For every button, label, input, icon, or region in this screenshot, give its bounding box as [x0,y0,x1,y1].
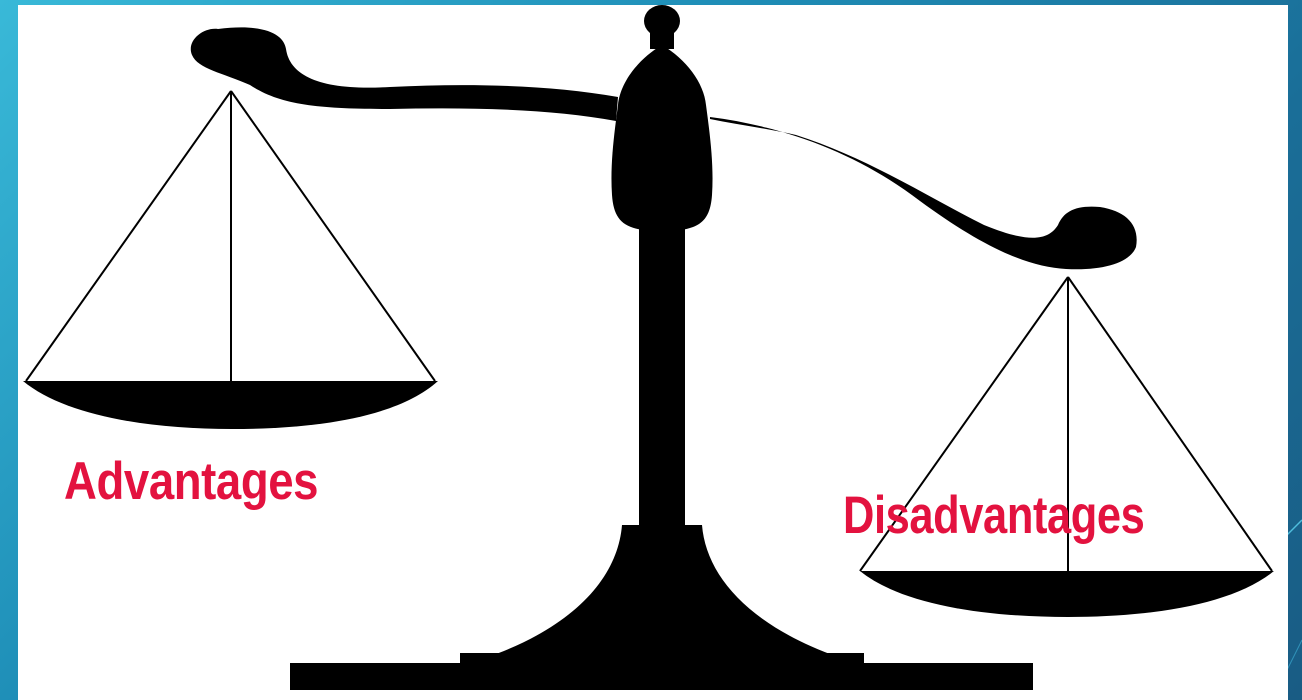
scale-center-knob [611,45,712,231]
right-pan [860,571,1274,617]
left-pan-strings [26,91,435,381]
scale-beam-left [191,27,618,121]
scale-pillar [639,220,685,535]
left-pan [23,381,438,429]
scale-finial [644,5,680,37]
scale-pillar-foot [488,525,838,657]
scale-beam-right [710,117,1137,269]
balance-scale-icon [18,5,1288,700]
balance-scale-picture: Advantages Disadvantages [18,5,1288,700]
disadvantages-label: Disadvantages [843,489,1144,542]
advantages-label: Advantages [64,455,318,508]
